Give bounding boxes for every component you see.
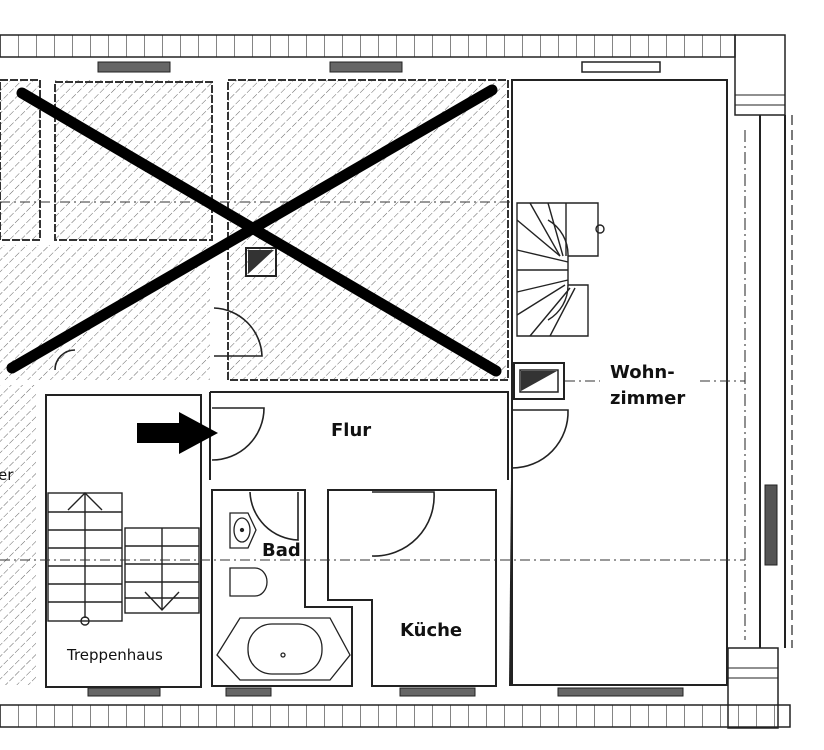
room-label-wohnzimmer-2: zimmer (610, 388, 685, 409)
interior-walls (45, 79, 728, 688)
room-label-kueche: Küche (400, 620, 462, 641)
chimney-icon (245, 247, 565, 400)
room-outlines-hatched (0, 79, 509, 381)
room-label-partial: er (0, 466, 14, 484)
sink-icon (229, 512, 257, 549)
cross-mark-icon (6, 84, 502, 377)
room-label-treppenhaus: Treppenhaus (66, 646, 163, 664)
bathtub-icon (216, 617, 351, 681)
spiral-staircase (516, 202, 605, 337)
room-label-bad: Bad (262, 540, 301, 561)
exterior-wall-top (0, 34, 786, 116)
room-label-flur: Flur (331, 420, 371, 441)
axis-lines (0, 201, 745, 561)
windows-bottom (87, 687, 684, 697)
exterior-wall-bottom (0, 647, 791, 729)
windows-top (97, 61, 661, 73)
hatched-area (0, 80, 508, 685)
exterior-wall-right (744, 115, 793, 648)
door-swings (54, 307, 569, 557)
straight-staircase (47, 492, 200, 626)
room-label-wohnzimmer-1: Wohn- (610, 362, 675, 383)
toilet-icon (229, 567, 268, 597)
arrow-right-icon (137, 412, 218, 454)
